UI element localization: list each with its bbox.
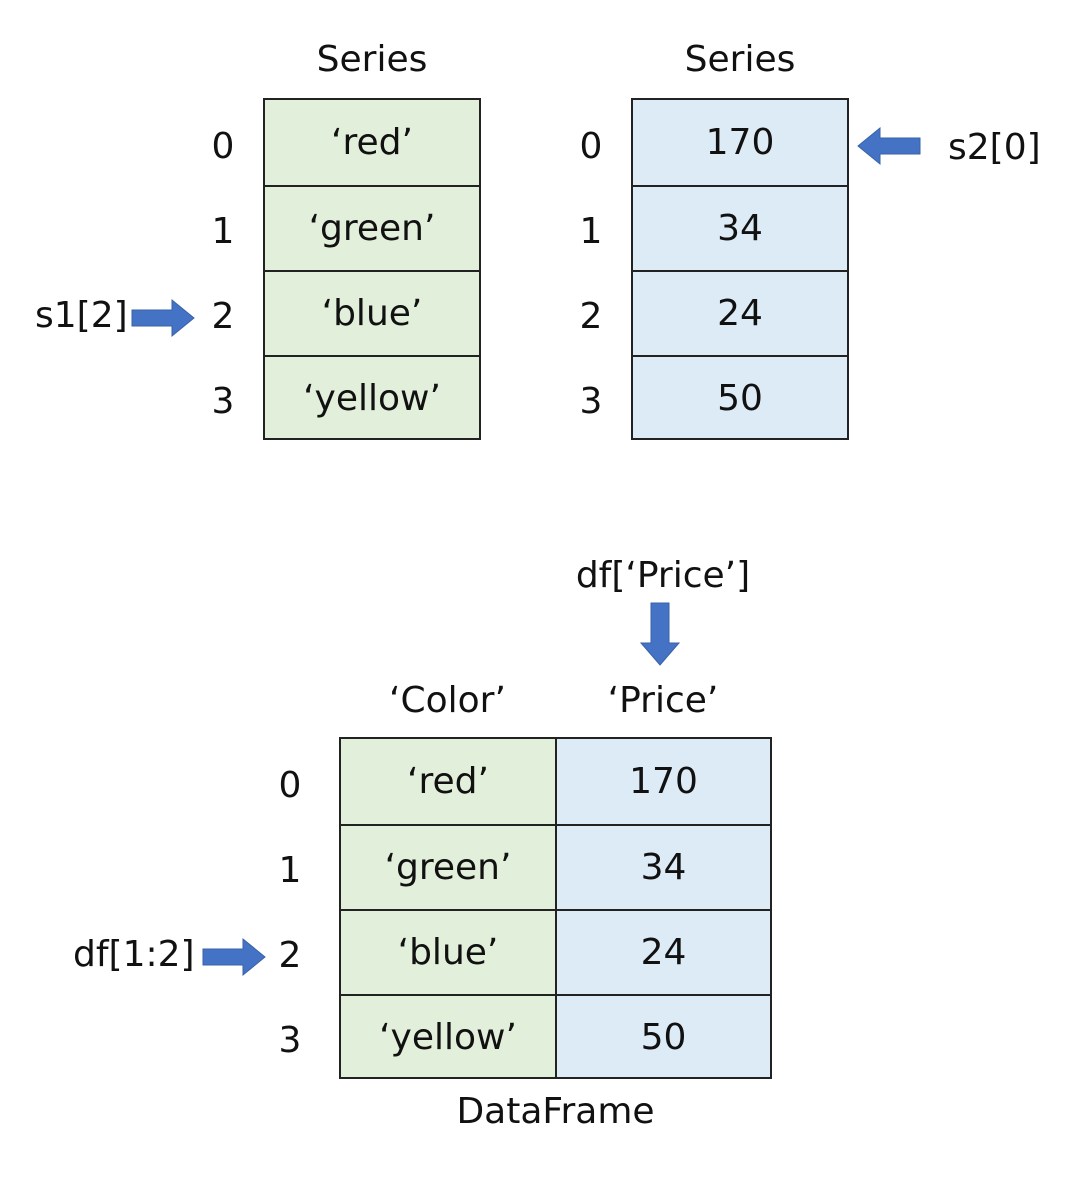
series2-cell-3: 50 — [633, 355, 847, 440]
left-arrow-icon — [857, 126, 921, 166]
df-index-0: 0 — [278, 765, 302, 806]
df-column-header-color: ‘Color’ — [389, 680, 506, 721]
df-price-cell-0: 170 — [629, 761, 698, 802]
df-color-column: ‘red’ ‘green’ ‘blue’ ‘yellow’ — [339, 737, 557, 1079]
series1-index-0: 0 — [211, 126, 235, 167]
series1-cell-3: ‘yellow’ — [265, 355, 479, 440]
series2-index-0: 0 — [579, 126, 603, 167]
df-color-cell-1: ‘green’ — [341, 824, 555, 909]
series2-index: 0 1 2 3 — [561, 104, 621, 444]
df-index-1: 1 — [278, 850, 302, 891]
df-index-2: 2 — [278, 935, 302, 976]
df-index-3: 3 — [278, 1020, 302, 1061]
df-price-cell-2: 24 — [557, 909, 770, 994]
df-color-cell-0: ‘red’ — [407, 761, 489, 802]
series1-index-2: 2 — [211, 296, 235, 337]
df-price-column: 170 34 24 50 — [555, 737, 772, 1079]
series1-cell-0: ‘red’ — [331, 122, 413, 163]
series2-index-3: 3 — [579, 381, 603, 422]
series2-title: Series — [684, 39, 796, 80]
series1-index-1: 1 — [211, 211, 235, 252]
df-color-cell-3: ‘yellow’ — [341, 994, 555, 1079]
series2-cell-0: 170 — [705, 122, 775, 163]
right-arrow-icon — [131, 298, 195, 338]
series1-title: Series — [316, 39, 428, 80]
df-column-header-price: ‘Price’ — [607, 680, 719, 721]
df-price-cell-1: 34 — [557, 824, 770, 909]
series2-cell-1: 34 — [633, 185, 847, 270]
series1-column: ‘red’ ‘green’ ‘blue’ ‘yellow’ — [263, 98, 481, 440]
right-arrow-icon — [202, 937, 266, 977]
df-color-cell-2: ‘blue’ — [341, 909, 555, 994]
series2-column: 170 34 24 50 — [631, 98, 849, 440]
down-arrow-icon — [639, 602, 681, 666]
df-row-pointer-label: df[1:2] — [73, 934, 195, 975]
series2-cell-2: 24 — [633, 270, 847, 355]
series1-cell-2: ‘blue’ — [265, 270, 479, 355]
df-price-cell-3: 50 — [557, 994, 770, 1079]
s1-pointer-label: s1[2] — [35, 295, 128, 336]
series2-index-2: 2 — [579, 296, 603, 337]
dataframe-title: DataFrame — [456, 1091, 655, 1132]
series1-cell-1: ‘green’ — [265, 185, 479, 270]
df-column-pointer-label: df[‘Price’] — [575, 555, 751, 596]
s2-pointer-label: s2[0] — [948, 127, 1041, 168]
series1-index-3: 3 — [211, 381, 235, 422]
series2-index-1: 1 — [579, 211, 603, 252]
series1-index: 0 1 2 3 — [193, 104, 253, 444]
df-index: 0 1 2 3 — [260, 743, 320, 1083]
